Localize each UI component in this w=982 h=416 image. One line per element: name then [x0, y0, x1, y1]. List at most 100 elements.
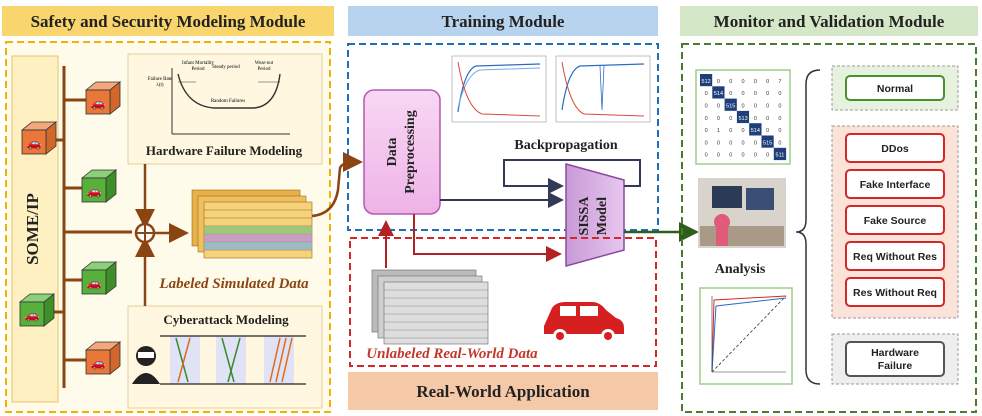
confusion-cell	[712, 135, 725, 148]
confusion-cell	[749, 98, 762, 111]
confusion-cell	[712, 110, 725, 124]
class-hardware-label-1: Hardware	[871, 347, 919, 359]
confusion-value: 513	[738, 116, 747, 122]
cyberattack-modeling-label: Cyberattack Modeling	[163, 312, 289, 327]
labeled-data-stack	[191, 189, 313, 259]
confusion-cell	[700, 135, 713, 148]
confusion-cell	[724, 110, 737, 124]
confusion-cell	[749, 110, 762, 124]
confusion-value: 511	[776, 153, 785, 159]
confusion-cell	[761, 123, 774, 136]
class-attack	[845, 133, 945, 163]
confusion-cell	[749, 147, 762, 161]
backpropagation-label: Backpropagation	[514, 138, 617, 153]
data-preprocessing-label-2: Preprocessing	[403, 110, 418, 193]
confusion-value: 0	[766, 153, 769, 159]
confusion-cell	[700, 123, 713, 136]
confusion-cell	[712, 98, 725, 111]
confusion-value: 0	[705, 91, 708, 97]
hardware-failure-modeling-label: Hardware Failure Modeling	[146, 143, 303, 158]
ecu-node-6: 🚗	[84, 341, 122, 375]
confusion-value: 0	[766, 103, 769, 109]
confusion-value: 0	[742, 128, 745, 134]
confusion-cell	[700, 98, 713, 111]
car-icon: 🚗	[87, 184, 102, 198]
confusion-value: 0	[754, 140, 757, 146]
confusion-value: 0	[742, 153, 745, 159]
confusion-cell	[736, 123, 750, 136]
car-icon: 🚗	[27, 136, 42, 150]
confusion-value: 514	[751, 128, 760, 134]
confusion-cell	[749, 74, 762, 87]
confusion-value: 0	[778, 103, 781, 109]
class-attack	[845, 169, 945, 199]
unlabeled-real-world-data-label: Unlabeled Real-World Data	[366, 346, 538, 362]
confusion-cell	[761, 86, 774, 99]
training-header	[348, 6, 658, 36]
confusion-cell	[700, 74, 713, 87]
confusion-cell	[700, 147, 713, 161]
confusion-cell	[700, 86, 713, 99]
ecu-node-5: 🚗	[18, 293, 56, 327]
sissa-label-2: Model	[595, 197, 610, 235]
svg-text:Failure Rate: Failure Rate	[148, 77, 173, 82]
safety-header	[2, 6, 334, 36]
class-normal	[845, 75, 945, 101]
confusion-value: 0	[729, 153, 732, 159]
confusion-cell	[736, 86, 750, 99]
confusion-value: 0	[717, 116, 720, 122]
confusion-value: 0	[778, 116, 781, 122]
svg-text:Steady period: Steady period	[212, 65, 240, 70]
confusion-value: 515	[763, 140, 772, 146]
svg-text:Wear-out: Wear-out	[255, 61, 274, 66]
training-title: Training Module	[442, 12, 565, 31]
confusion-value: 515	[726, 103, 735, 109]
confusion-cell	[724, 135, 737, 148]
unlabeled-data-stack	[371, 269, 489, 345]
sissa-model-block	[565, 163, 625, 267]
confusion-value: 0	[766, 128, 769, 134]
confusion-cell	[773, 147, 787, 161]
confusion-cell	[712, 123, 725, 136]
monitor-header	[680, 6, 978, 36]
class-attack	[845, 205, 945, 235]
confusion-cell	[724, 98, 737, 111]
confusion-cell	[700, 110, 713, 124]
class-bracket	[795, 69, 821, 385]
data-preprocessing-label-1: Data	[385, 138, 400, 167]
confusion-cell	[761, 110, 774, 124]
class-attack-label: Fake Source	[864, 215, 927, 227]
roc-curve-plot	[699, 287, 793, 385]
ecu-node-3: 🚗	[80, 169, 118, 203]
confusion-value: 0	[729, 91, 732, 97]
confusion-cell	[761, 74, 774, 87]
confusion-cell	[712, 147, 725, 161]
preprocess-to-model-inference-arrow	[413, 214, 562, 262]
confusion-cell	[761, 98, 774, 111]
hacker-icon	[132, 346, 160, 384]
class-attack-label: Req Without Res	[853, 251, 937, 263]
confusion-value: 0	[778, 128, 781, 134]
confusion-value: 0	[754, 116, 757, 122]
car-icon: 🚗	[91, 356, 106, 370]
someip-bus-panel	[11, 55, 59, 403]
realworld-module: Real-World Application Unlabeled Real-Wo…	[348, 214, 658, 410]
someip-label: SOME/IP	[23, 193, 42, 265]
confusion-cell	[724, 74, 737, 87]
confusion-cell	[724, 123, 737, 136]
hardware-panel	[127, 53, 323, 165]
confusion-value: 0	[729, 79, 732, 85]
confusion-cell	[773, 86, 787, 99]
class-attack-label: Fake Interface	[860, 179, 931, 191]
confusion-value: 0	[717, 79, 720, 85]
safety-module: Safety and Security Modeling Module SOME…	[2, 6, 334, 413]
confusion-value: 0	[705, 153, 708, 159]
realworld-body	[349, 237, 657, 367]
confusion-cell	[773, 123, 787, 136]
analysis-photo	[698, 178, 786, 248]
confusion-value: 0	[754, 153, 757, 159]
